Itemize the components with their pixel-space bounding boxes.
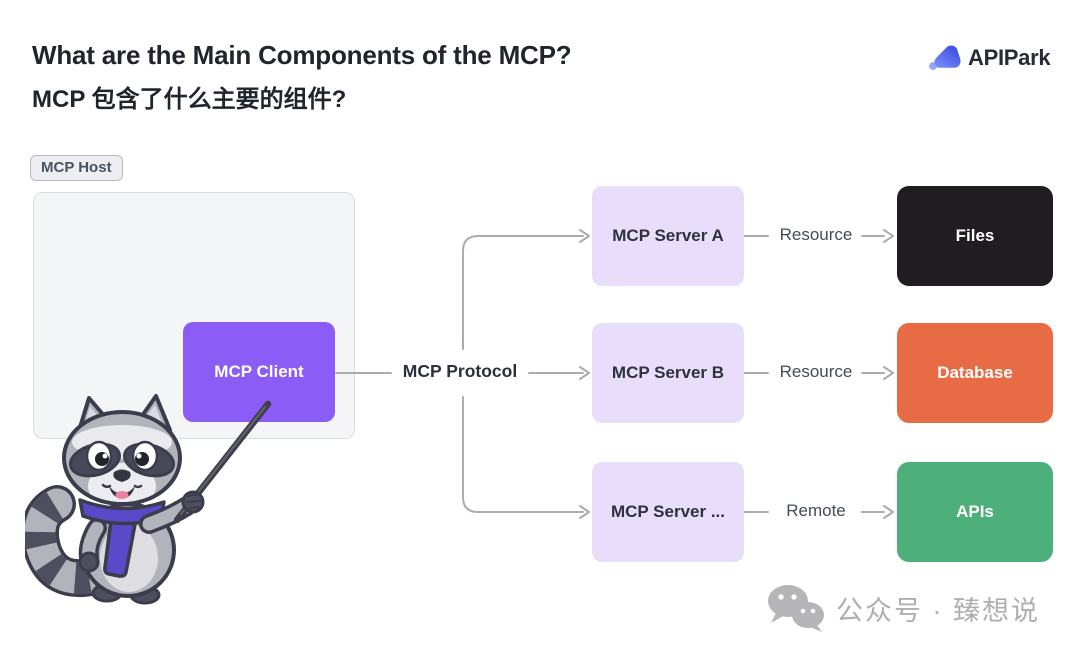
arrowhead-serveretc (579, 505, 590, 519)
arrowhead-database (883, 366, 894, 380)
files-box: Files (897, 186, 1053, 286)
raccoon-right-arm (139, 496, 197, 534)
apipark-logo-icon (929, 45, 961, 70)
protocol-serveretc-line (462, 396, 584, 513)
page-title: What are the Main Components of the MCP? (32, 40, 572, 70)
mcp-server-etc-box: MCP Server ... (592, 462, 744, 562)
mcp-protocol-label: MCP Protocol (402, 361, 518, 381)
apipark-logo-text: APIPark (968, 44, 1051, 70)
database-box: Database (897, 323, 1053, 423)
arrowhead-apis (883, 505, 894, 519)
raccoon-scarf (78, 498, 166, 526)
watermark: 公众号 · 臻想说 (766, 584, 1040, 632)
mcp-host-label: MCP Host (30, 155, 123, 181)
connection-label-resource-a: Resource (779, 225, 853, 244)
arrowhead-servera (579, 229, 590, 243)
apipark-logo: APIPark (928, 42, 1051, 73)
raccoon-paw (181, 490, 205, 514)
mcp-server-a-box: MCP Server A (592, 186, 744, 286)
connection-label-resource-b: Resource (779, 362, 853, 381)
protocol-servera-line (462, 235, 584, 350)
raccoon-tail (25, 485, 114, 598)
raccoon-body (80, 502, 176, 598)
page-subtitle-zh: MCP 包含了什么主要的组件? (32, 86, 347, 113)
mcp-server-b-box: MCP Server B (592, 323, 744, 423)
apis-box: APIs (897, 462, 1053, 562)
wechat-icon (768, 585, 824, 632)
arrowhead-files (883, 229, 894, 243)
arrowhead-serverb (579, 366, 590, 380)
raccoon-left-arm (78, 518, 107, 573)
mcp-client-box: MCP Client (183, 322, 335, 422)
connection-label-remote: Remote (786, 501, 846, 520)
raccoon-scarf-end (103, 518, 137, 578)
watermark-text: 公众号 · 臻想说 (836, 595, 1040, 626)
raccoon-legs (91, 548, 161, 605)
